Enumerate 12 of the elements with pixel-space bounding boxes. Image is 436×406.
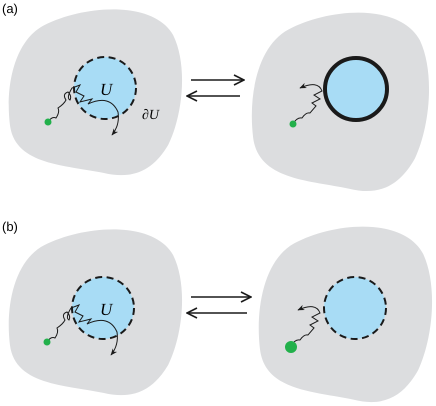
panel-label: (b) bbox=[2, 220, 18, 233]
panel-label: (a) bbox=[2, 2, 18, 15]
dashed-circle-region bbox=[322, 275, 388, 341]
reaction-arrow bbox=[191, 291, 252, 303]
reaction-arrow bbox=[186, 307, 247, 319]
dashed-circle-region bbox=[70, 275, 136, 341]
region-label: U bbox=[100, 301, 112, 318]
region-label: U bbox=[100, 81, 112, 98]
solid-circle-region bbox=[323, 56, 389, 122]
reaction-arrow bbox=[191, 74, 245, 86]
boundary-label: ∂U bbox=[142, 109, 160, 123]
reaction-arrow bbox=[186, 90, 240, 102]
